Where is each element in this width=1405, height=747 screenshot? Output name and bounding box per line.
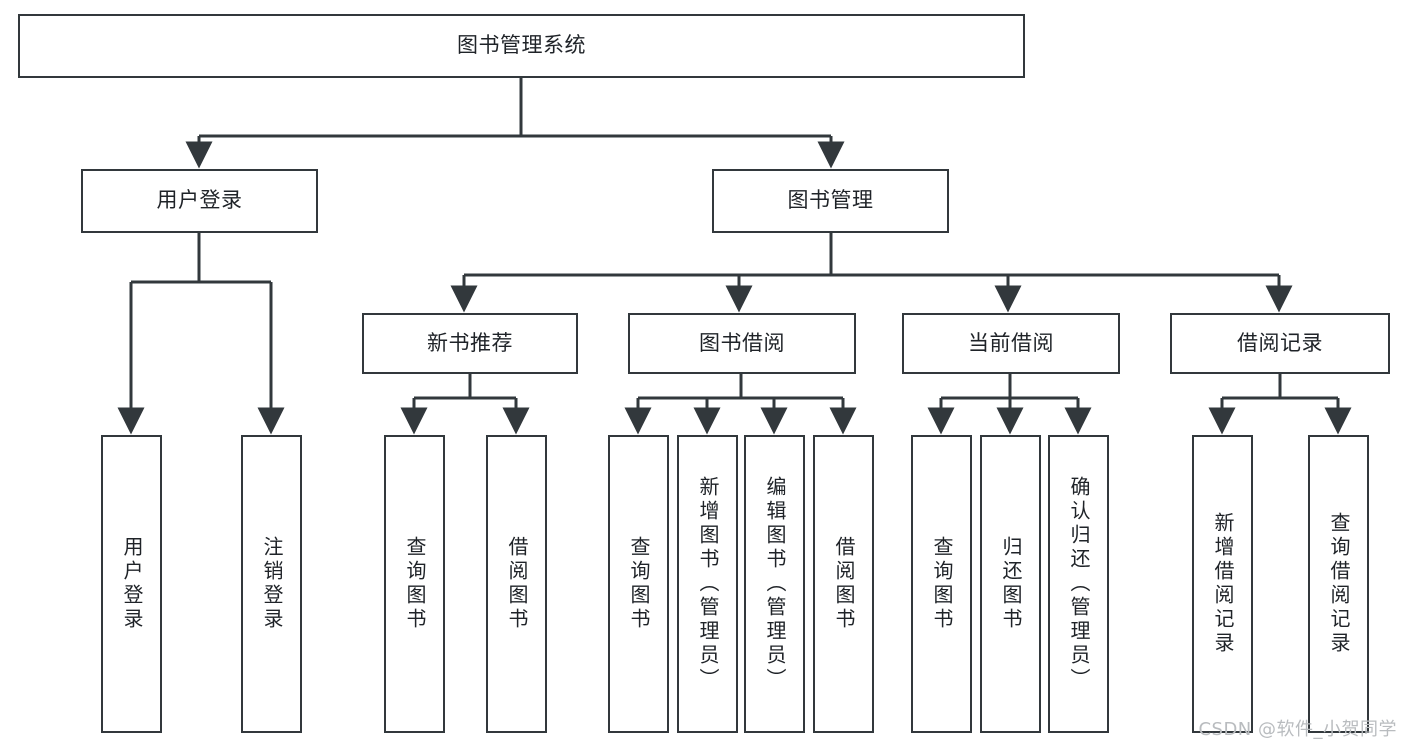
node-leaf-query-book-2-label: 查询图书 [627,536,651,632]
node-leaf-return-book[interactable]: 归还图书 [980,435,1041,733]
node-leaf-logout-login[interactable]: 注销登录 [241,435,302,733]
node-borrow-record-label: 借阅记录 [1237,330,1323,355]
node-root-label: 图书管理系统 [457,33,586,58]
node-leaf-confirm-return[interactable]: 确认归还（管理员） [1048,435,1109,733]
node-leaf-query-book-3-label: 查询图书 [930,536,954,632]
node-current-borrow[interactable]: 当前借阅 [902,313,1120,374]
node-leaf-query-record[interactable]: 查询借阅记录 [1308,435,1369,733]
node-leaf-add-record[interactable]: 新增借阅记录 [1192,435,1253,733]
node-leaf-query-book-3[interactable]: 查询图书 [911,435,972,733]
node-leaf-return-book-label: 归还图书 [999,536,1023,632]
node-leaf-borrow-book-2-label: 借阅图书 [832,536,856,632]
node-leaf-query-record-label: 查询借阅记录 [1327,512,1351,656]
node-leaf-borrow-book-1-label: 借阅图书 [505,536,529,632]
node-user-login[interactable]: 用户登录 [81,169,318,233]
node-leaf-add-book[interactable]: 新增图书（管理员） [677,435,738,733]
node-leaf-user-login[interactable]: 用户登录 [101,435,162,733]
node-leaf-query-book-2[interactable]: 查询图书 [608,435,669,733]
node-book-manage-label: 图书管理 [787,188,874,213]
node-leaf-borrow-book-1[interactable]: 借阅图书 [486,435,547,733]
node-leaf-edit-book-label: 编辑图书（管理员） [763,476,787,692]
node-book-manage[interactable]: 图书管理 [712,169,949,233]
node-leaf-borrow-book-2[interactable]: 借阅图书 [813,435,874,733]
node-user-login-label: 用户登录 [156,188,243,213]
node-leaf-user-login-label: 用户登录 [120,536,144,632]
node-new-book-recommend-label: 新书推荐 [427,330,513,355]
node-leaf-query-book-1[interactable]: 查询图书 [384,435,445,733]
node-leaf-add-record-label: 新增借阅记录 [1211,512,1235,656]
node-book-borrow-label: 图书借阅 [699,330,785,355]
node-borrow-record[interactable]: 借阅记录 [1170,313,1390,374]
node-leaf-edit-book[interactable]: 编辑图书（管理员） [744,435,805,733]
node-root[interactable]: 图书管理系统 [18,14,1025,78]
csdn-watermark: CSDN @软件_小贺同学 [1198,719,1397,740]
node-new-book-recommend[interactable]: 新书推荐 [362,313,578,374]
node-leaf-query-book-1-label: 查询图书 [403,536,427,632]
node-leaf-logout-login-label: 注销登录 [260,536,284,632]
node-leaf-add-book-label: 新增图书（管理员） [696,476,720,692]
node-current-borrow-label: 当前借阅 [968,330,1054,355]
node-book-borrow[interactable]: 图书借阅 [628,313,856,374]
node-leaf-confirm-return-label: 确认归还（管理员） [1067,476,1091,692]
